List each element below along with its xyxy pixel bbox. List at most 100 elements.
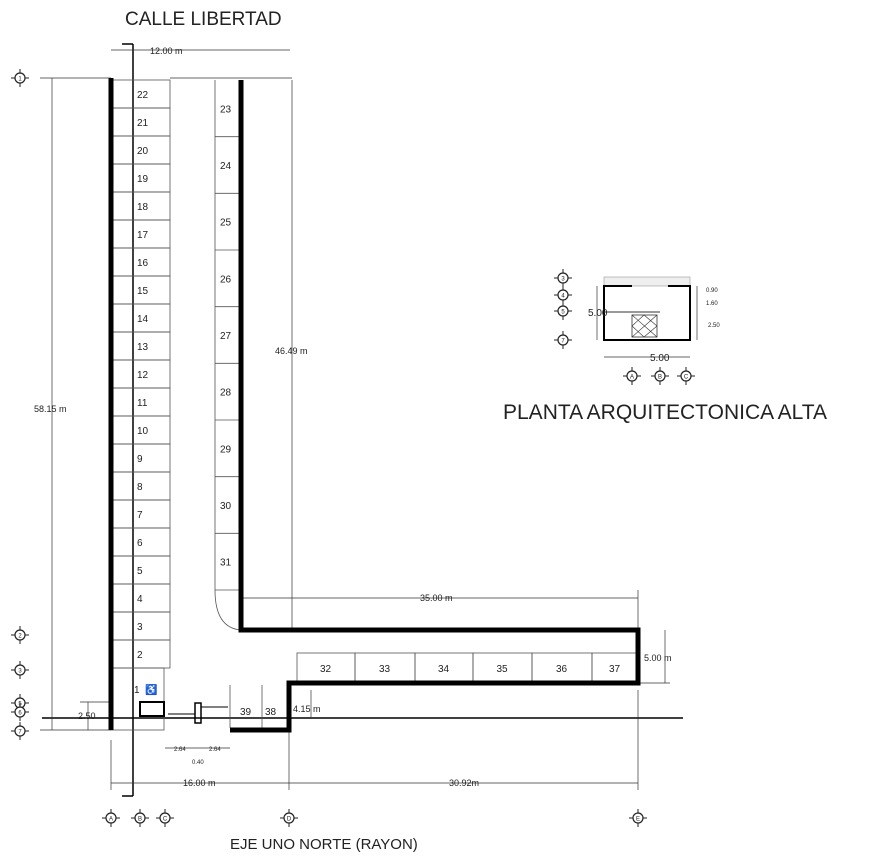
svg-text:A: A	[630, 375, 634, 381]
main-wall	[230, 80, 641, 733]
grid-bubble: 5	[554, 302, 572, 320]
grid-bubble: 6	[11, 703, 29, 721]
stall-label: 32	[320, 664, 332, 675]
dim-wing-width: 5.00 m	[644, 653, 672, 663]
grid-bubble: 7	[554, 331, 572, 349]
inset-d2: 1.60	[706, 301, 718, 307]
stall-label: 2	[137, 650, 143, 661]
dim-left-offset: 2.50	[78, 711, 96, 721]
stall-1-label: 1	[134, 685, 140, 696]
grid-bubble: 3	[554, 269, 572, 287]
svg-text:3: 3	[561, 277, 565, 283]
dim-top-width: 12.00 m	[150, 46, 183, 56]
stall-label: 3	[137, 622, 143, 633]
svg-text:5: 5	[561, 310, 565, 316]
stall-label: 15	[137, 286, 149, 297]
stall-label: 30	[220, 501, 232, 512]
grid-bubble: 1	[11, 69, 29, 87]
stall-label: 21	[137, 118, 149, 129]
stall-39: 39	[240, 707, 252, 718]
svg-text:7: 7	[18, 730, 22, 736]
grid-bubble: B	[651, 367, 669, 385]
stalls-bottom-row: 32 33 34 35 36 37	[296, 652, 639, 684]
svg-text:E: E	[636, 817, 640, 823]
stalls-right-column: 23 24 25 26 27 28 29 30 31	[215, 104, 241, 591]
stall-label: 16	[137, 258, 149, 269]
stall-label: 18	[137, 202, 149, 213]
grid-bubble: 4	[554, 286, 572, 304]
inset-width: 5.00	[650, 353, 670, 364]
stall-label: 25	[220, 218, 232, 229]
stall-label: 5	[137, 566, 143, 577]
svg-text:2: 2	[18, 634, 22, 640]
grid-bubble: C	[677, 367, 695, 385]
inset-height: 5.00	[588, 308, 608, 319]
stall-label: 10	[137, 426, 149, 437]
inset-plan: 5.00 5.00 0.90 1.60 2.50	[588, 276, 720, 364]
stall-label: 12	[137, 370, 149, 381]
dim-gap-a: 2.64	[174, 747, 186, 753]
street-name-top: CALLE LIBERTAD	[125, 9, 282, 30]
svg-text:3: 3	[18, 669, 22, 675]
grid-bubble: E	[629, 809, 647, 827]
stall-1	[110, 667, 165, 731]
stall-label: 6	[137, 538, 143, 549]
stall-label: 9	[137, 454, 143, 465]
stall-label: 8	[137, 482, 143, 493]
stall-label: 13	[137, 342, 149, 353]
dim-bottom-right: 30.92m	[449, 778, 479, 788]
stall-label: 4	[137, 594, 143, 605]
grid-bubble: 2	[11, 626, 29, 644]
stall-label: 14	[137, 314, 149, 325]
dim-wing-length: 35.00 m	[420, 593, 453, 603]
stall-label: 35	[497, 664, 509, 675]
street-name-bottom: EJE UNO NORTE (RAYON)	[230, 836, 418, 853]
stall-label: 28	[220, 388, 232, 399]
dim-entry-depth: 4.15 m	[293, 704, 321, 714]
grid-bubble: A	[102, 809, 120, 827]
svg-text:1: 1	[18, 77, 22, 83]
dim-total-height: 58.15 m	[34, 404, 67, 414]
stall-label: 37	[609, 664, 621, 675]
gate-post	[194, 702, 202, 724]
grid-bubble: A	[623, 367, 641, 385]
dim-inner-height: 46.49 m	[275, 346, 308, 356]
stall-label: 26	[220, 274, 232, 285]
svg-text:C: C	[684, 375, 689, 381]
svg-text:A: A	[109, 817, 113, 823]
svg-text:4: 4	[561, 294, 565, 300]
svg-text:C: C	[163, 817, 168, 823]
stall-label: 34	[438, 664, 450, 675]
stall-label: 33	[379, 664, 391, 675]
stall-label: 23	[220, 104, 232, 115]
grid-bubble: 7	[11, 722, 29, 740]
right-column-edge	[214, 80, 242, 631]
dim-gap-c: 0.40	[192, 760, 204, 766]
svg-text:7: 7	[561, 339, 565, 345]
stall-label: 11	[137, 398, 148, 409]
dim-bottom-left: 16.00 m	[183, 778, 216, 788]
stall-label: 36	[556, 664, 568, 675]
stall-label: 7	[137, 510, 143, 521]
svg-text:B: B	[138, 817, 142, 823]
stall-label: 22	[137, 90, 149, 101]
grid-bubble: C	[156, 809, 174, 827]
svg-text:D: D	[287, 817, 292, 823]
accessible-icon: ♿	[145, 683, 157, 696]
svg-text:6: 6	[18, 711, 22, 717]
inset-d3: 2.50	[708, 323, 720, 329]
grid-bubble: B	[131, 809, 149, 827]
inset-d1: 0.90	[706, 288, 718, 294]
stall-label: 31	[220, 558, 232, 569]
stall-38: 38	[265, 707, 277, 718]
stall-label: 24	[220, 161, 232, 172]
svg-text:B: B	[658, 375, 662, 381]
stall-label: 19	[137, 174, 149, 185]
stall-label: 27	[220, 331, 232, 342]
stall-label: 29	[220, 444, 232, 455]
dim-gap-b: 2.64	[209, 747, 221, 753]
stall-label: 17	[137, 230, 149, 241]
